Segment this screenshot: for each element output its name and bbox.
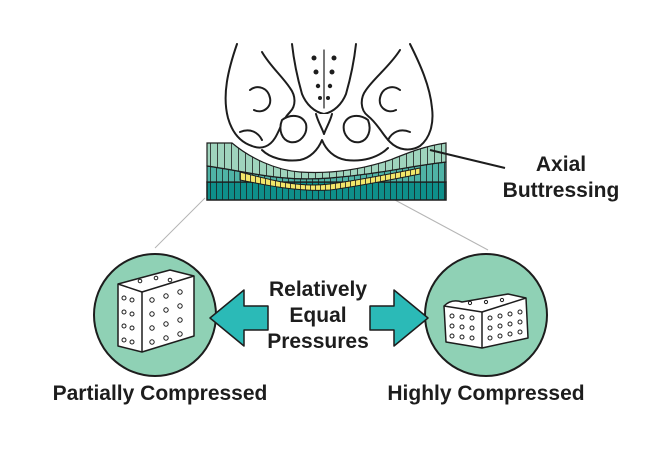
foam-cube-partially-compressed [93,253,217,377]
center-label-line-1: Relatively [268,278,368,301]
axial-buttressing-label: Axial Buttressing [486,152,636,204]
right-arrow-icon [369,289,429,347]
foam-cube-highly-compressed [424,253,548,377]
highly-compressed-label: Highly Compressed [387,382,585,405]
center-label-line-3: Pressures [267,330,369,353]
center-label-line-2: Equal [289,304,347,327]
relatively-equal-pressures-label: Relatively Equal Pressures [248,277,388,355]
axial-label-line-2: Buttressing [502,179,620,202]
guide-line-left [154,197,206,249]
pelvis-illustration [224,43,434,162]
left-arrow-icon [209,289,269,347]
partially-compressed-label: Partially Compressed [52,382,268,405]
cushion-cross-section [206,142,506,201]
axial-label-line-1: Axial [535,153,587,176]
guide-line-right [394,199,489,251]
